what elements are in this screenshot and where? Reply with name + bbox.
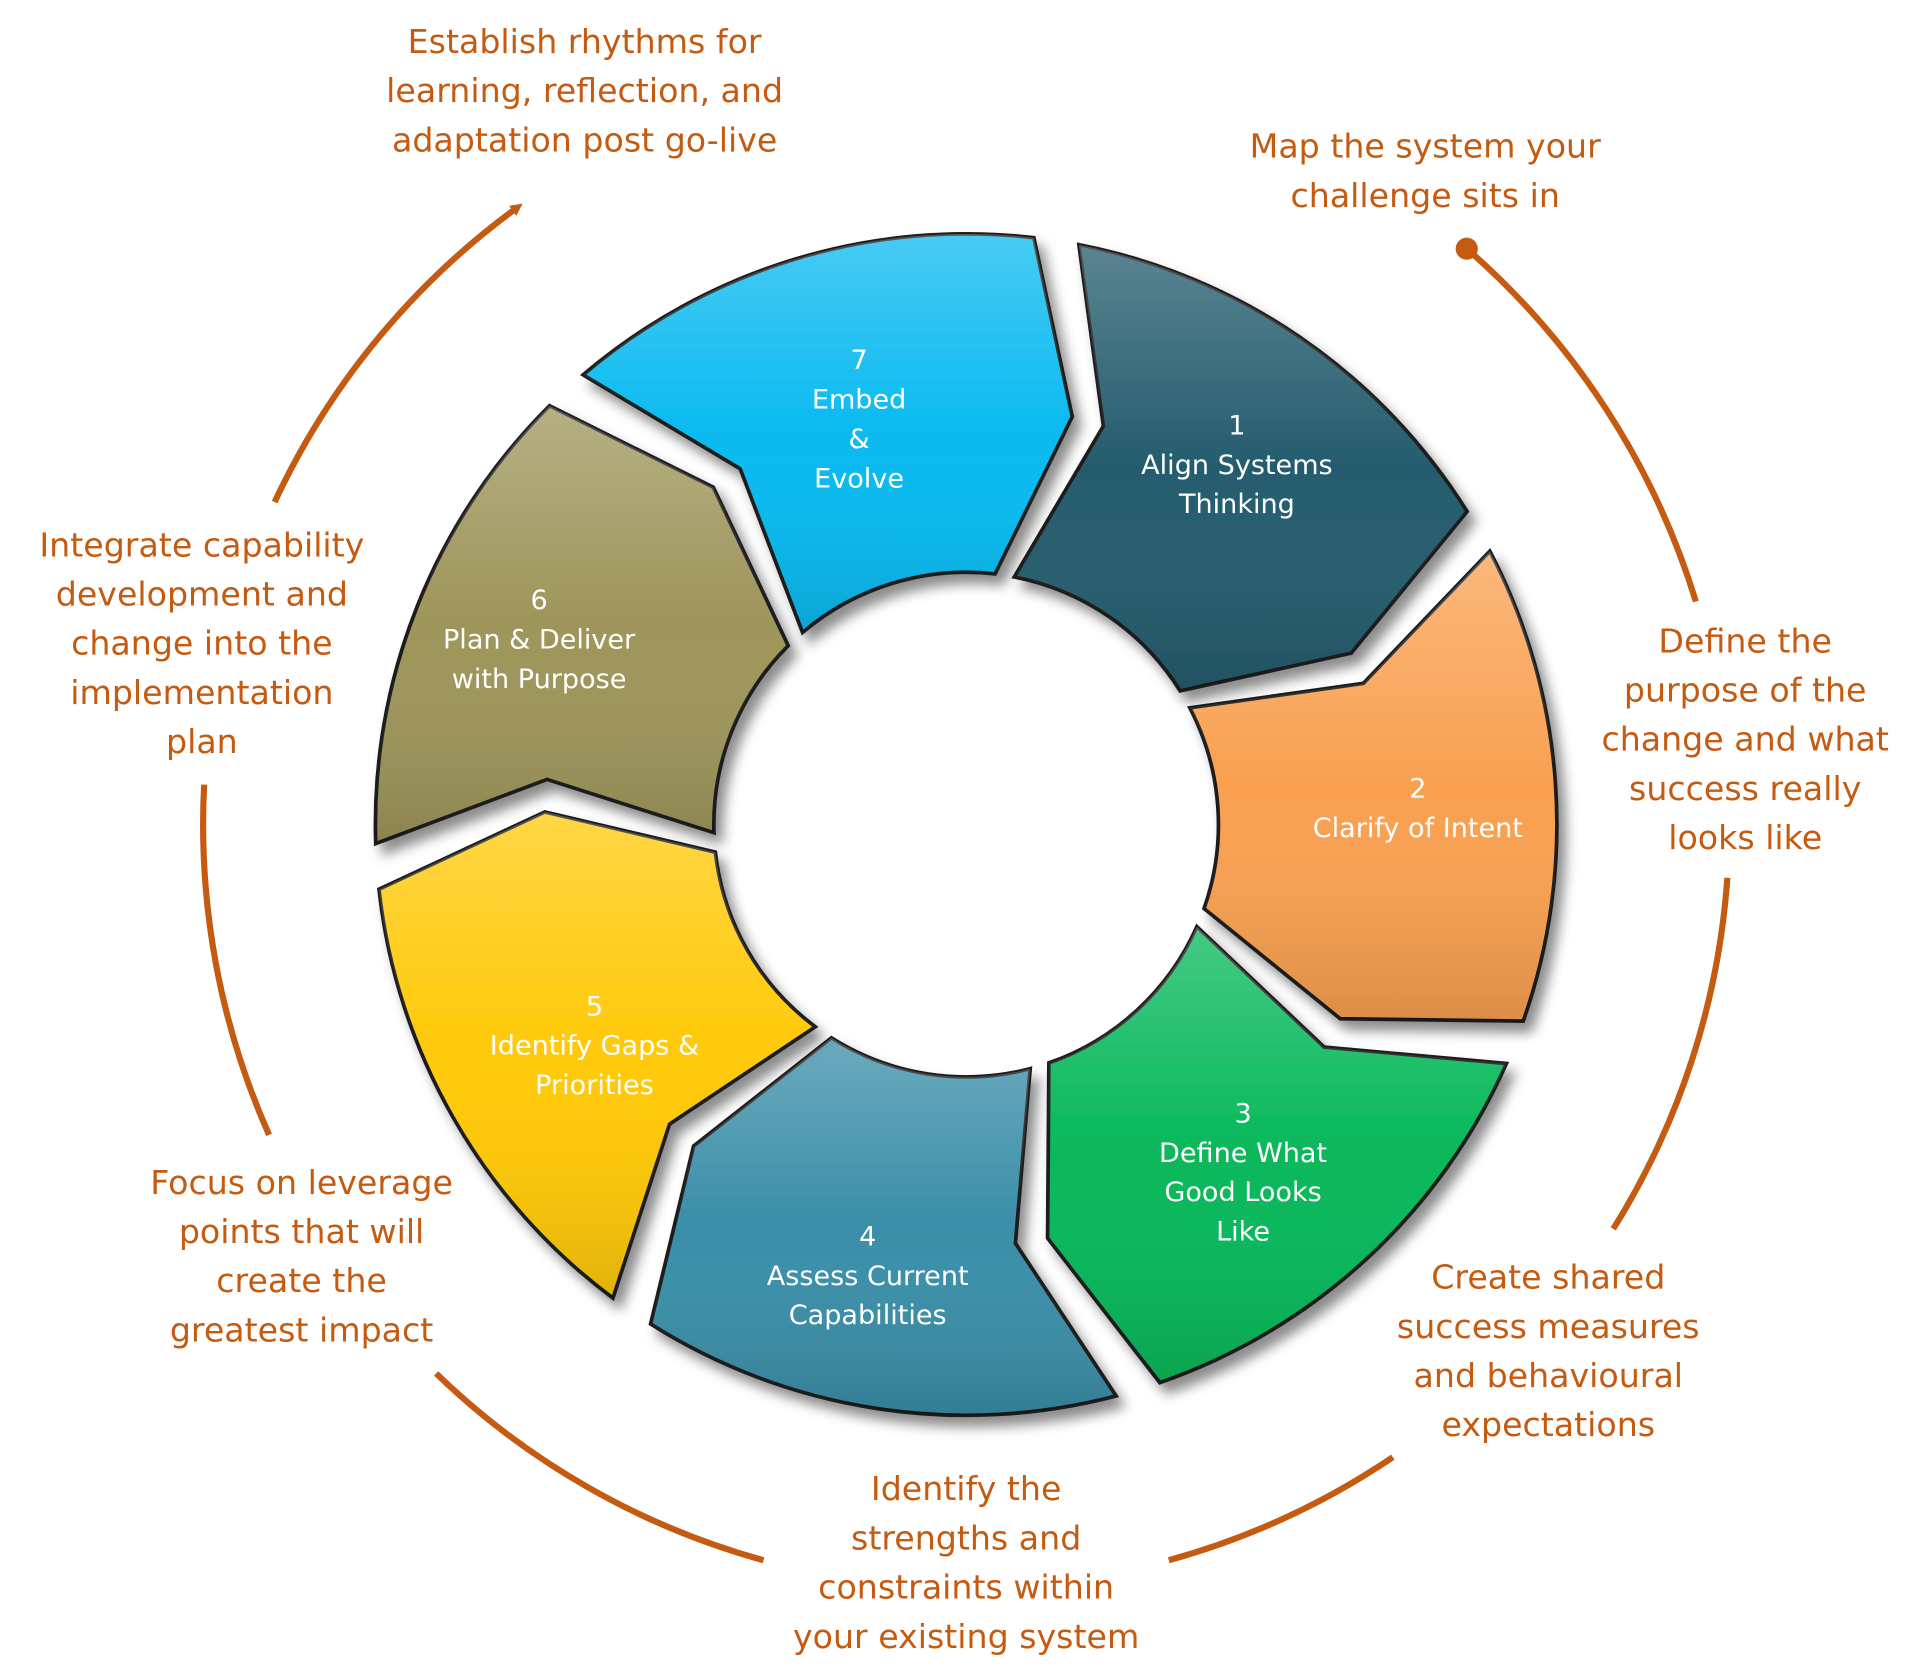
segment-number: 2 [1409, 774, 1426, 805]
annotation-line: and behavioural [1414, 1356, 1684, 1395]
segment-title-line: Priorities [535, 1070, 654, 1101]
annotation-line: implementation [70, 673, 333, 712]
segment-5 [376, 809, 819, 1302]
segment-gloss [1189, 551, 1557, 1022]
segment-title-line: Thinking [1178, 489, 1295, 520]
segment-4 [648, 1035, 1120, 1418]
segment-title-line: & [849, 424, 870, 455]
annotation-line: Identify the [871, 1469, 1061, 1508]
segment-title-line: Clarify of Intent [1313, 813, 1523, 844]
segment-title-line: Capabilities [789, 1300, 947, 1331]
segment-number: 3 [1234, 1098, 1251, 1129]
annotation-line: strengths and [851, 1518, 1081, 1557]
annotation-line: looks like [1668, 818, 1822, 857]
segment-gloss [650, 1037, 1117, 1416]
annotation-line: change into the [71, 624, 333, 663]
annotation-line: Map the system your [1250, 127, 1601, 166]
annotation-line: success really [1629, 769, 1861, 808]
annotation-step-7: Establish rhythms for learning, reflectio… [386, 22, 783, 159]
segment-gloss [583, 233, 1073, 633]
segment-number: 5 [586, 991, 603, 1022]
segment-title-line: Assess Current [767, 1261, 969, 1292]
annotation-step-1: Map the system your challenge sits in [1250, 127, 1601, 215]
segment-title-line: Align Systems [1141, 450, 1333, 481]
annotation-line: Integrate capability [39, 525, 364, 564]
segment-1 [1011, 242, 1470, 693]
annotation-line: challenge sits in [1290, 176, 1559, 215]
annotation-line: Create shared [1431, 1258, 1665, 1297]
annotation-line: change and what [1601, 720, 1888, 759]
annotation-line: Define the [1658, 621, 1832, 660]
segment-title-line: Plan & Deliver [443, 625, 636, 656]
segment-number: 7 [850, 345, 867, 376]
annotation-step-6: Integrate capability development and chang… [39, 525, 364, 761]
segment-2 [1186, 548, 1559, 1023]
segment-7 [579, 232, 1075, 636]
annotation-line: success measures [1397, 1307, 1700, 1346]
annotation-line: Establish rhythms for [408, 22, 762, 61]
segment-title-line: Good Looks [1164, 1177, 1321, 1208]
segment-number: 6 [530, 585, 547, 616]
cycle-arc [1610, 877, 1731, 1231]
cycle-arc [200, 784, 272, 1137]
annotations: Map the system your challenge sits in Defi… [39, 22, 1889, 1656]
annotation-line: expectations [1441, 1405, 1655, 1444]
segment-gloss [375, 405, 789, 844]
annotation-step-4: Identify the strengths and constraints wit… [793, 1469, 1139, 1656]
cycle-arrow-end [271, 203, 523, 504]
segment-number: 4 [859, 1221, 876, 1252]
segment-title-line: Define What [1159, 1138, 1327, 1169]
annotation-line: constraints within [818, 1568, 1114, 1607]
segment-number: 1 [1228, 410, 1245, 441]
segment-title-line: Identify Gaps & [490, 1031, 699, 1062]
annotation-line: Focus on leverage [150, 1163, 453, 1202]
cycle-start-dot [1455, 237, 1478, 260]
segment-6 [373, 403, 791, 847]
annotation-line: plan [166, 722, 238, 761]
cycle-arc [433, 1371, 765, 1564]
annotation-line: your existing system [793, 1617, 1139, 1656]
annotation-line: learning, reflection, and [386, 71, 783, 110]
segment-title-line: Evolve [814, 463, 904, 494]
annotation-step-5: Focus on leverage points that will create … [150, 1163, 453, 1350]
annotation-step-2: Define the purpose of the change and what s… [1601, 621, 1888, 857]
segment-gloss [1047, 926, 1507, 1383]
segment-gloss [378, 811, 816, 1299]
annotation-line: adaptation post go-live [392, 120, 777, 159]
annotation-line: purpose of the [1624, 671, 1867, 710]
cycle-arc [1167, 1454, 1395, 1564]
segment-title-line: Like [1216, 1217, 1270, 1248]
cycle-arc [1464, 246, 1699, 603]
segment-gloss [1014, 244, 1468, 691]
outer-cycle-arrow [200, 203, 1731, 1564]
segment-3 [1045, 923, 1510, 1385]
annotation-line: development and [56, 575, 348, 614]
annotation-line: points that will [179, 1212, 424, 1251]
annotation-line: greatest impact [170, 1310, 433, 1349]
annotation-step-3: Create shared success measures and behavio… [1397, 1258, 1700, 1445]
annotation-line: create the [216, 1261, 387, 1300]
segment-title-line: Embed [812, 385, 906, 416]
segment-title-line: with Purpose [452, 664, 627, 695]
